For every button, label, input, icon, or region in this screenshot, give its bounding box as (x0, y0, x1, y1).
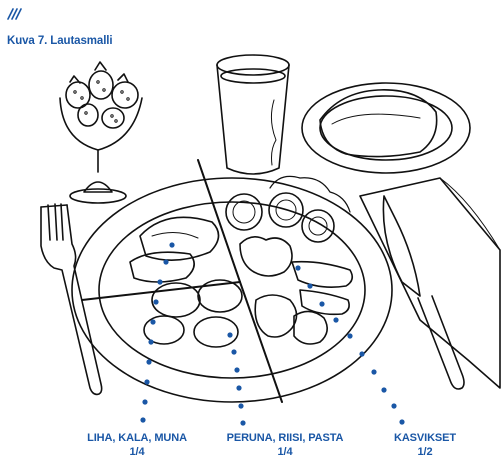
leader-line-meat (140, 242, 174, 422)
potato-section-icon (144, 280, 242, 347)
label-meat-fraction: 1/4 (72, 445, 202, 459)
leader-line-vegetables (295, 265, 404, 424)
knife-icon (383, 196, 464, 389)
label-potato-fraction: 1/4 (210, 445, 360, 459)
dessert-glass-icon (60, 62, 142, 203)
label-vegetable-section: KASVIKSET 1/2 (380, 431, 470, 459)
dinner-plate-icon (72, 178, 392, 402)
napkin-icon (360, 178, 500, 388)
label-meat-name: LIHA, KALA, MUNA (72, 431, 202, 445)
vegetable-section-icon (226, 176, 352, 344)
label-potato-section: PERUNA, RIISI, PASTA 1/4 (210, 431, 360, 459)
label-meat-section: LIHA, KALA, MUNA 1/4 (72, 431, 202, 459)
meat-section-icon (130, 217, 219, 282)
bread-plate-icon (302, 83, 470, 173)
label-vegetable-fraction: 1/2 (380, 445, 470, 459)
label-vegetable-name: KASVIKSET (380, 431, 470, 445)
milk-glass-icon (217, 55, 289, 174)
leader-line-potato (227, 332, 245, 425)
label-potato-name: PERUNA, RIISI, PASTA (210, 431, 360, 445)
